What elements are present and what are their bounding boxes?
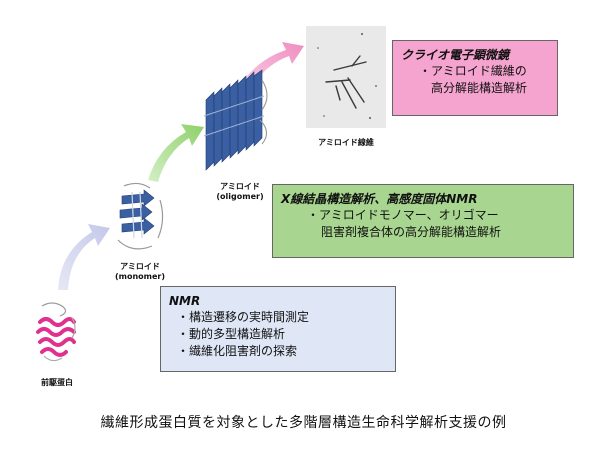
figure-caption: 繊維形成蛋白質を対象とした多階層構造生命科学解析支援の例 [100, 415, 507, 431]
arrow-monomer-to-oligomer [148, 124, 204, 182]
nmr-item-1: ・構造遷移の実時間測定 [177, 310, 310, 324]
label-oligomer-line1: アミロイド [220, 182, 260, 191]
oligomer-protein-image [203, 69, 268, 171]
nmr-item-3: ・繊維化阻害剤の探索 [177, 344, 298, 358]
xray-nmr-title: X線結晶構造解析、高感度固体NMR [281, 192, 478, 206]
nmr-title: NMR [169, 294, 201, 308]
xray-nmr-item-1: ・アミロイドモノマー、オリゴマー [307, 208, 499, 222]
label-fiber: アミロイド線維 [318, 138, 374, 147]
xray-nmr-box: X線結晶構造解析、高感度固体NMR ・アミロイドモノマー、オリゴマー 阻害剤複合… [272, 184, 574, 258]
label-oligomer: アミロイド (oligomer) [200, 182, 280, 202]
label-oligomer-line2: (oligomer) [216, 192, 264, 201]
cryo-em-title: クライオ電子顕微鏡 [401, 48, 510, 62]
cryo-em-item-1: ・アミロイド繊維の [419, 64, 527, 78]
amyloid-fiber-em-image [306, 26, 386, 128]
label-precursor: 前駆蛋白 [41, 378, 73, 387]
arrow-precursor-to-monomer [58, 224, 110, 290]
nmr-box: NMR ・構造遷移の実時間測定 ・動的多型構造解析 ・繊維化阻害剤の探索 [160, 286, 396, 372]
nmr-item-2: ・動的多型構造解析 [177, 327, 286, 341]
label-monomer-line2: (monomer) [114, 272, 166, 281]
monomer-protein-image [117, 182, 164, 250]
cryo-em-box: クライオ電子顕微鏡 ・アミロイド繊維の 高分解能構造解析 [392, 40, 558, 116]
label-monomer-line1: アミロイド [120, 262, 160, 271]
precursor-protein-image [36, 302, 76, 362]
label-monomer: アミロイド (monomer) [100, 262, 180, 282]
cryo-em-item-2: 高分解能構造解析 [431, 81, 528, 95]
xray-nmr-item-2: 阻害剤複合体の高分解能構造解析 [321, 225, 502, 239]
